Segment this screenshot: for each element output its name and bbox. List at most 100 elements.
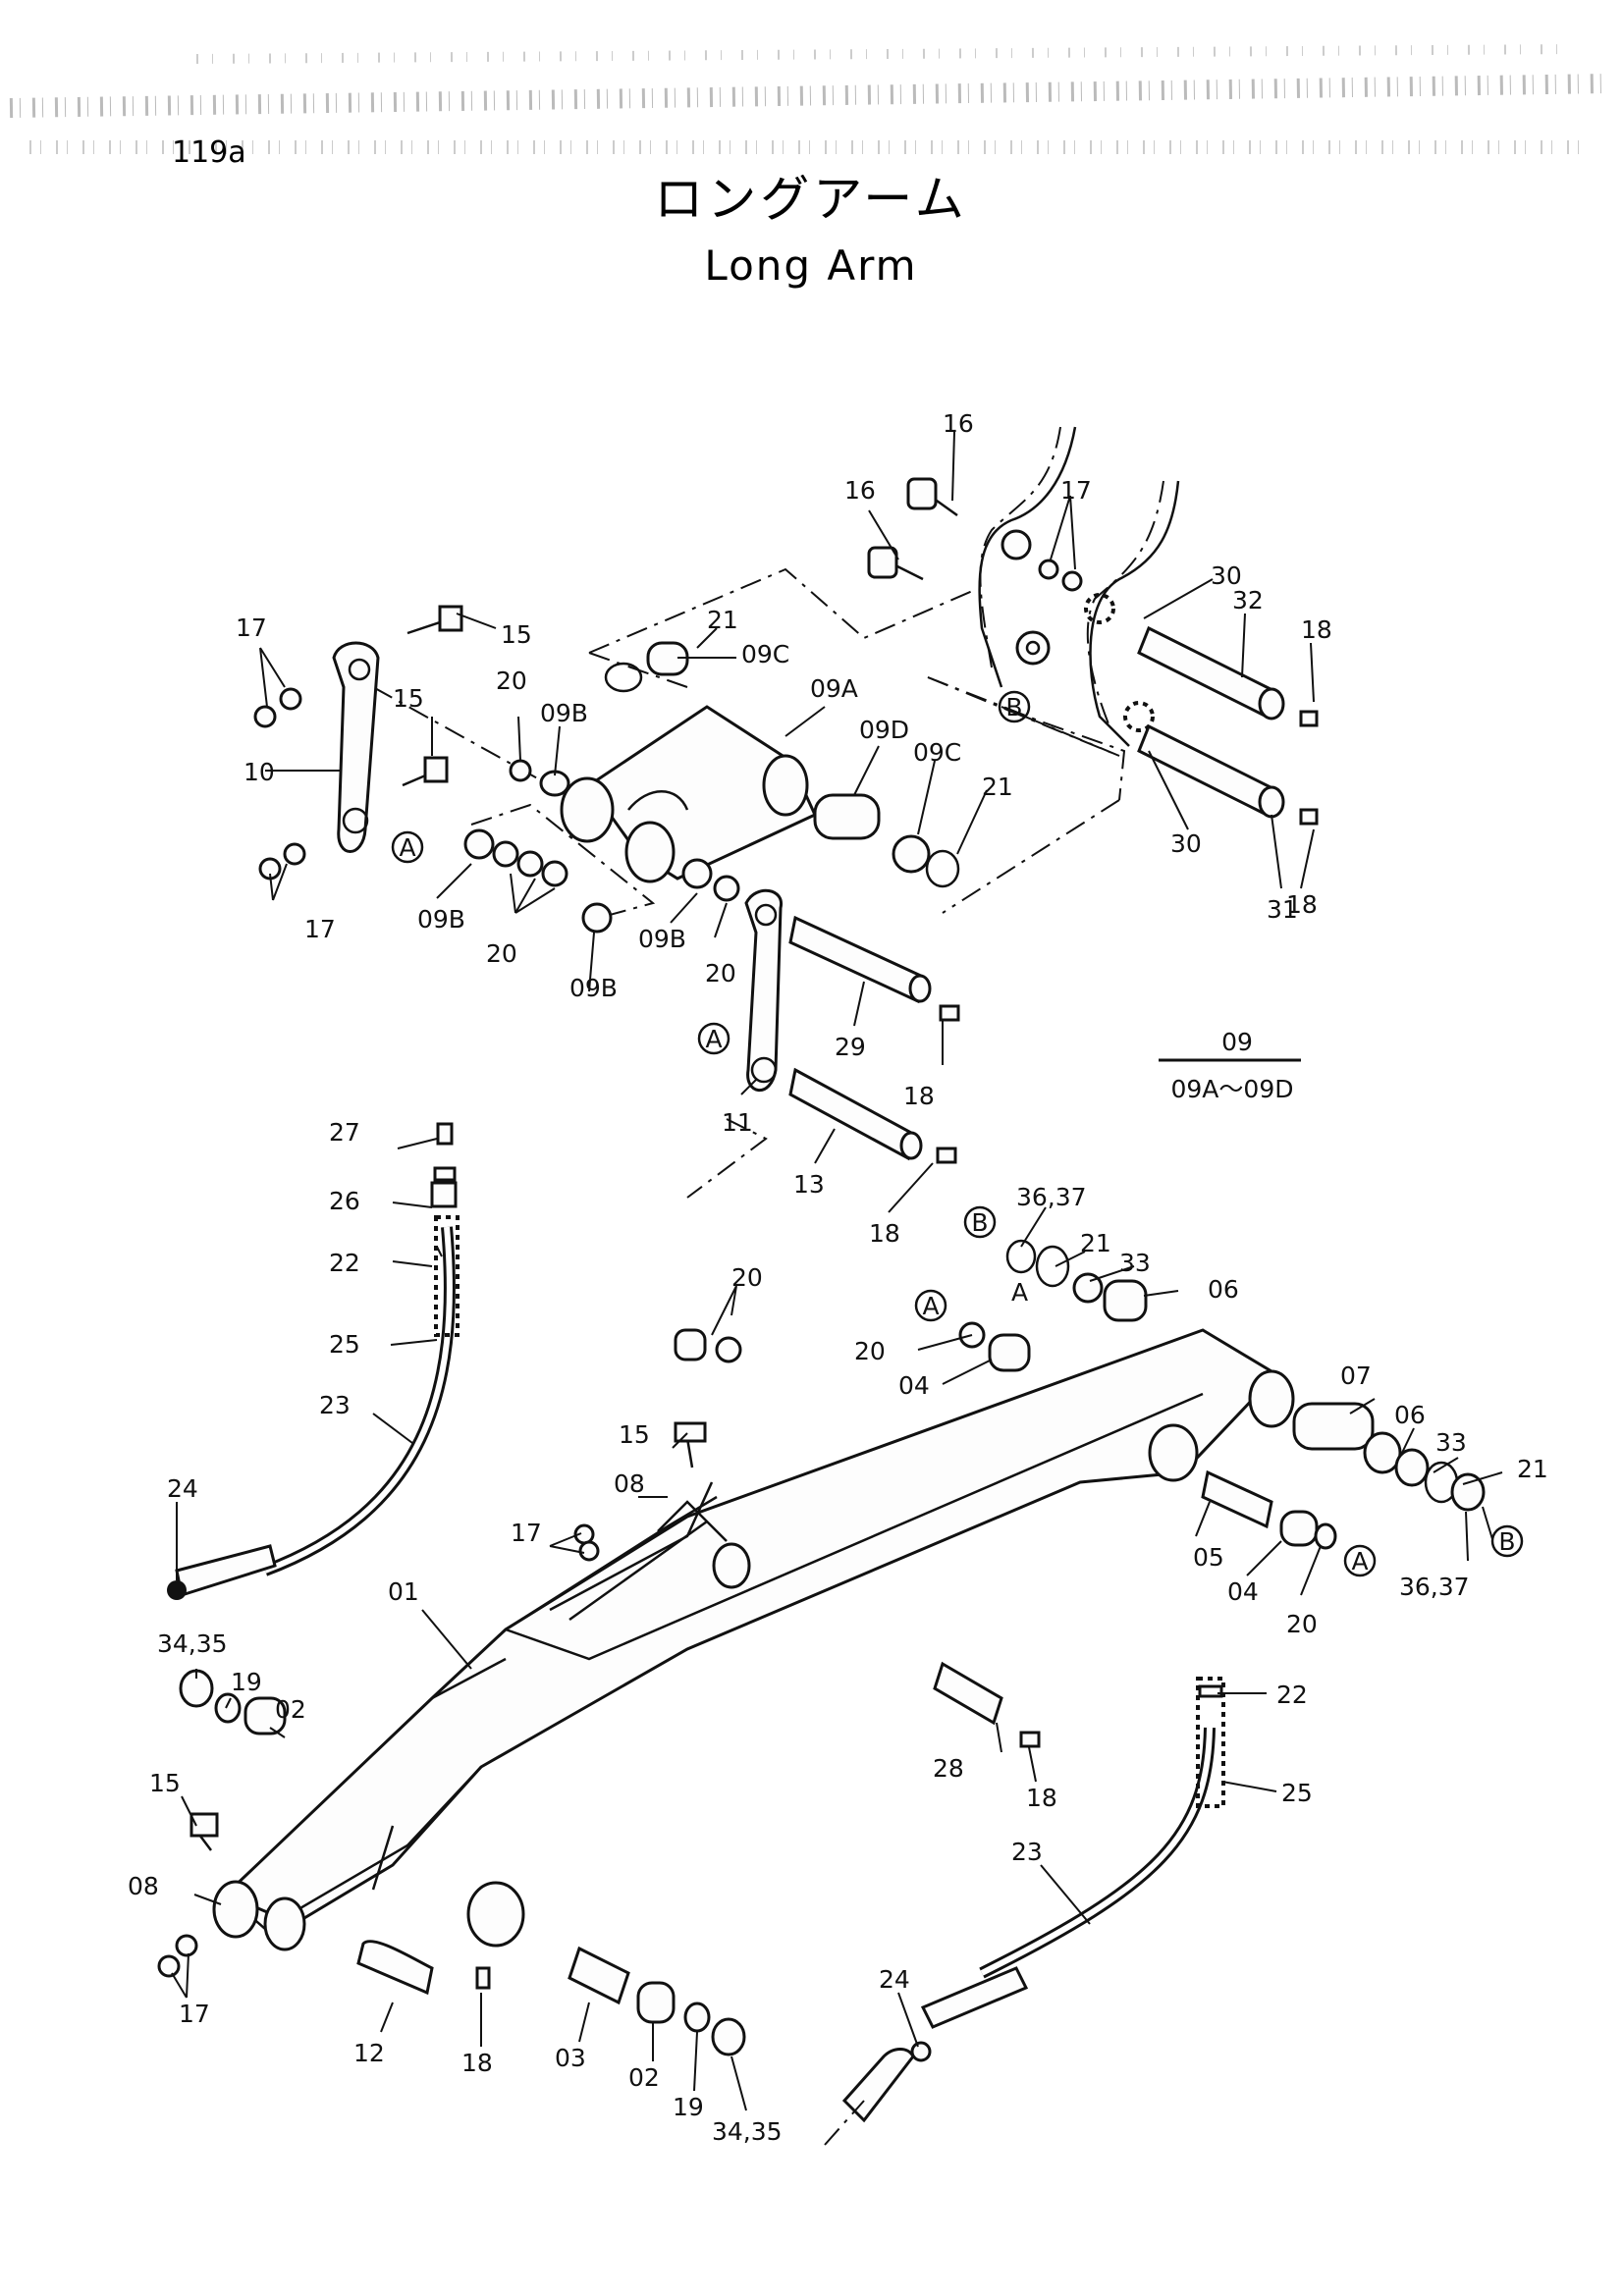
callout-18: 18 — [1301, 615, 1332, 644]
callout-09d: 09D — [859, 716, 909, 744]
callout-09b: 09B — [569, 974, 618, 1002]
leader-lines — [171, 431, 1503, 2111]
svg-text:B: B — [1498, 1527, 1515, 1556]
marker-a: A — [1343, 1544, 1377, 1577]
callout-20: 20 — [731, 1263, 763, 1292]
callout-17: 17 — [1060, 476, 1092, 505]
svg-text:A: A — [1351, 1547, 1368, 1575]
marker-b: B — [1490, 1524, 1524, 1558]
title-english: Long Arm — [704, 241, 917, 290]
callout-29: 29 — [835, 1033, 866, 1061]
callout-30: 30 — [1211, 561, 1242, 590]
callout-3637: 36,37 — [1016, 1183, 1087, 1211]
callout-08: 08 — [614, 1469, 645, 1498]
callout-02: 02 — [628, 2063, 660, 2092]
callout-26: 26 — [329, 1187, 360, 1215]
callout-23: 23 — [319, 1391, 351, 1419]
hose-upper — [167, 1122, 460, 1600]
callout-17: 17 — [179, 2000, 210, 2028]
callout-04: 04 — [898, 1371, 930, 1400]
title-japanese: ロングアーム — [654, 171, 968, 228]
callout-19: 19 — [673, 2093, 704, 2121]
legend-range: 09A～09D — [1171, 1075, 1294, 1103]
reference-markers: A A A A A B B B — [391, 690, 1524, 1577]
callout-18: 18 — [903, 1082, 935, 1110]
page-number: 119a — [172, 135, 246, 170]
svg-text:B: B — [1005, 693, 1022, 721]
callout-labels: 17 17 10 15 15 20 09B 21 09C 09A 09D 09C… — [128, 409, 1548, 2146]
callout-30: 30 — [1170, 829, 1202, 858]
callout-09b: 09B — [417, 905, 465, 934]
callout-24: 24 — [167, 1474, 198, 1503]
callout-15: 15 — [149, 1769, 181, 1797]
callout-33: 33 — [1119, 1249, 1151, 1277]
callout-25: 25 — [1281, 1779, 1313, 1807]
callout-3637: 36,37 — [1399, 1573, 1470, 1601]
callout-22: 22 — [1276, 1681, 1308, 1709]
bushings-left — [179, 1669, 746, 2056]
link-11 — [744, 888, 783, 1093]
grease-fittings-18 — [475, 710, 1319, 1990]
callout-09b: 09B — [638, 925, 686, 953]
callout-20: 20 — [496, 667, 527, 695]
svg-text:A: A — [399, 833, 415, 862]
callout-08: 08 — [128, 1872, 159, 1900]
pins — [356, 625, 1285, 1996]
callout-09c: 09C — [741, 640, 789, 668]
callout-18: 18 — [461, 2049, 493, 2077]
callout-22: 22 — [329, 1249, 360, 1277]
callout-21: 21 — [1517, 1455, 1548, 1483]
callout-20: 20 — [854, 1337, 886, 1365]
scan-noise-band — [9, 44, 1611, 154]
callout-31: 31 — [1267, 895, 1298, 924]
marker-a: A — [914, 1289, 947, 1322]
callout-21: 21 — [1080, 1229, 1111, 1257]
svg-text:A: A — [1011, 1278, 1028, 1307]
arm-01 — [212, 1328, 1295, 1951]
callout-20: 20 — [486, 939, 517, 968]
svg-text:A: A — [922, 1292, 939, 1320]
nuts-17 — [157, 559, 1083, 1978]
bracket-09a — [560, 705, 817, 883]
callout-3435: 34,35 — [712, 2117, 783, 2146]
callout-24: 24 — [879, 1965, 910, 1994]
marker-a: A — [1011, 1278, 1028, 1307]
callout-02: 02 — [275, 1695, 306, 1724]
marker-b: B — [963, 1205, 997, 1239]
callout-3435: 34,35 — [157, 1629, 228, 1658]
callout-19: 19 — [231, 1668, 262, 1696]
callout-21: 21 — [707, 606, 738, 634]
marker-a: A — [391, 830, 424, 864]
callout-06: 06 — [1394, 1401, 1426, 1429]
callout-17: 17 — [511, 1519, 542, 1547]
callout-25: 25 — [329, 1330, 360, 1359]
callout-16: 16 — [943, 409, 974, 438]
marker-a: A — [697, 1022, 730, 1055]
callout-21: 21 — [982, 773, 1013, 801]
callout-17: 17 — [304, 915, 336, 943]
callout-28: 28 — [933, 1754, 964, 1783]
callout-20: 20 — [705, 959, 736, 988]
bushings-upper — [463, 641, 960, 934]
callout-09c: 09C — [913, 738, 961, 767]
callout-33: 33 — [1435, 1428, 1467, 1457]
marker-b: B — [998, 690, 1031, 723]
hose-lower — [824, 1677, 1225, 2146]
callout-17: 17 — [236, 614, 267, 642]
boom-tip-outline — [978, 426, 1180, 747]
callout-09b: 09B — [540, 699, 588, 727]
callout-32: 32 — [1232, 586, 1264, 614]
callout-15: 15 — [393, 684, 424, 713]
callout-06: 06 — [1208, 1275, 1239, 1304]
callout-15: 15 — [619, 1420, 650, 1449]
callout-16: 16 — [844, 476, 876, 505]
callout-20: 20 — [1286, 1610, 1318, 1638]
callout-23: 23 — [1011, 1838, 1043, 1866]
callout-27: 27 — [329, 1118, 360, 1147]
callout-09a: 09A — [810, 674, 858, 703]
callout-18: 18 — [869, 1219, 900, 1248]
svg-text:B: B — [971, 1208, 988, 1237]
callout-03: 03 — [555, 2044, 586, 2072]
callout-07: 07 — [1340, 1362, 1372, 1390]
